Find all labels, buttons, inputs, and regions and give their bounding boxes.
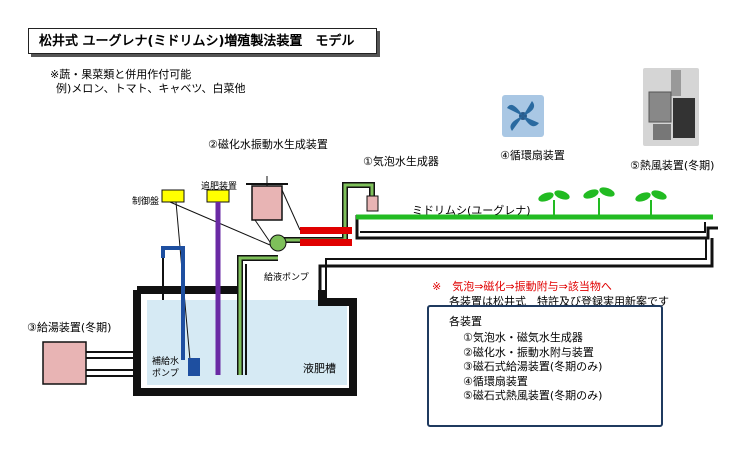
return-pipe bbox=[318, 238, 714, 300]
tank-label: 液肥槽 bbox=[303, 362, 336, 375]
flow-text: ※ 気泡⇒磁化⇒振動附与⇒該当物へ bbox=[432, 280, 612, 293]
bubble-generator-box bbox=[366, 195, 379, 212]
magnetize-device-box bbox=[251, 185, 283, 221]
note-line-2: 例)メロン、トマト、キャベツ、白菜他 bbox=[56, 82, 246, 95]
legend-item: ⑤磁石式熱風装置(冬期のみ) bbox=[463, 389, 603, 402]
feed-pump-label: 給液ポンプ bbox=[264, 273, 309, 283]
trough-outline bbox=[355, 215, 718, 240]
supply-pump-label-2: ポンプ bbox=[152, 369, 179, 379]
hot-air-device-label: ⑤熱風装置(冬期) bbox=[630, 159, 715, 172]
red-outflow-2 bbox=[300, 239, 352, 246]
legend-item: ①気泡水・磁気水生成器 bbox=[463, 331, 583, 344]
legend-item: ②磁化水・振動水附与装置 bbox=[463, 345, 594, 359]
legend-box: 各装置 ①気泡水・磁気水生成器 ②磁化水・振動水附与装置 ③磁石式給湯装置(冬期… bbox=[427, 305, 663, 427]
fan-icon bbox=[507, 101, 539, 131]
legend-item: ④循環扇装置 bbox=[463, 374, 528, 388]
magnetize-wire-2 bbox=[254, 219, 273, 246]
water-heater-box bbox=[42, 341, 87, 385]
return-pipe-inner bbox=[325, 238, 707, 300]
circulation-fan-image bbox=[502, 95, 544, 137]
water-heater-label: ③給湯装置(冬期) bbox=[27, 321, 112, 334]
feed-pump-circle bbox=[269, 234, 287, 252]
title-text: 松井式 ユーグレナ(ミドリムシ)増殖製法装置 モデル bbox=[39, 34, 355, 49]
red-outflow bbox=[300, 227, 352, 234]
euglena-label: ミドリムシ(ユーグレナ) bbox=[412, 204, 531, 217]
bubble-generator-label: ①気泡水生成器 bbox=[363, 155, 439, 168]
page-title: 松井式 ユーグレナ(ミドリムシ)増殖製法装置 モデル bbox=[28, 28, 377, 54]
control-panel-label: 制御盤 bbox=[132, 197, 160, 207]
patent-text: 各装置は松井式 特許及び登録実用新案です bbox=[449, 295, 669, 308]
supply-pump bbox=[188, 358, 200, 376]
heater-icon bbox=[648, 70, 695, 140]
supply-pipe bbox=[161, 246, 185, 360]
control-panel-box bbox=[161, 189, 185, 203]
note-line-1: ※蔬・果菜類と併用作付可能 bbox=[50, 68, 192, 81]
trough-inner bbox=[360, 222, 706, 233]
circulation-fan-label: ④循環扇装置 bbox=[500, 149, 565, 162]
legend-item: ③磁石式給湯装置(冬期のみ) bbox=[463, 360, 603, 373]
sprout-2 bbox=[583, 187, 615, 216]
magnetize-wire-1 bbox=[281, 189, 301, 231]
hot-air-device-image bbox=[643, 68, 699, 146]
sprout-3 bbox=[635, 190, 667, 216]
fertilizer-device-label: 追肥装置 bbox=[201, 182, 238, 192]
legend-list: ①気泡水・磁気水生成器 ②磁化水・振動水附与装置 ③磁石式給湯装置(冬期のみ) … bbox=[463, 331, 602, 404]
sprout-1 bbox=[538, 190, 570, 216]
magnetize-device-label: ②磁化水振動水生成装置 bbox=[208, 138, 328, 151]
legend-heading: 各装置 bbox=[449, 315, 482, 328]
supply-pump-label-1: 補給水 bbox=[152, 357, 180, 367]
